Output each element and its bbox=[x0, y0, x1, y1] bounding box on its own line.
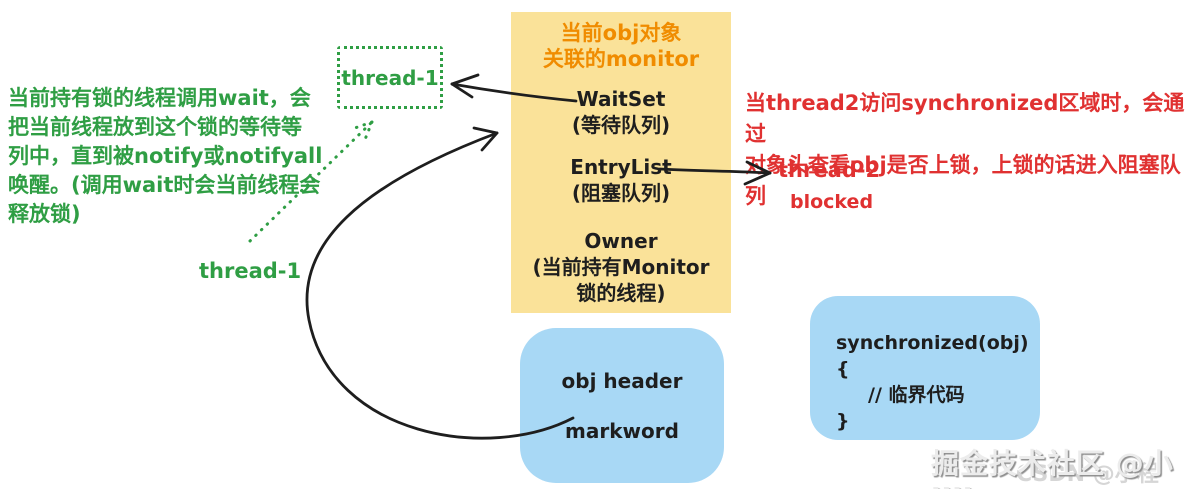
code-line: } bbox=[836, 410, 850, 432]
monitor-title: 当前obj对象 关联的monitor bbox=[511, 20, 731, 72]
entrylist-name: EntryList bbox=[570, 155, 672, 179]
note-line: 当前持有锁的线程调用wait，会 bbox=[8, 86, 311, 110]
monitor-owner: Owner (当前持有Monitor 锁的线程) bbox=[511, 228, 731, 306]
monitor-box: 当前obj对象 关联的monitor WaitSet (等待队列) EntryL… bbox=[511, 12, 731, 313]
entrylist-desc: (阻塞队列) bbox=[571, 181, 671, 205]
watermark-juejin: 掘金技术社区 @小liii bbox=[931, 447, 1174, 489]
note-line: 当thread2访问synchronized区域时，会通过 bbox=[745, 91, 1185, 146]
obj-header-box: obj header markword bbox=[520, 328, 724, 483]
watermark-csdn: CSDN @小程xy bbox=[1016, 462, 1159, 489]
thread1-node-label: thread-1 bbox=[341, 65, 439, 90]
thread2-explanation-note: 当thread2访问synchronized区域时，会通过 对象头查看obj是否… bbox=[745, 88, 1185, 212]
monitor-entrylist: EntryList (阻塞队列) bbox=[511, 154, 731, 206]
monitor-waitset: WaitSet (等待队列) bbox=[511, 86, 731, 138]
note-line: 释放锁) bbox=[8, 202, 81, 226]
waitset-desc: (等待队列) bbox=[571, 113, 671, 137]
code-line: // 临界代码 bbox=[868, 384, 965, 406]
obj-header-label: obj header bbox=[561, 368, 683, 393]
monitor-title-line: 关联的monitor bbox=[542, 47, 700, 71]
thread2-status: blocked bbox=[790, 191, 874, 213]
note-line: 唤醒。(调用wait时会当前线程会 bbox=[8, 173, 321, 197]
note-line: 对象头查看obj是否上锁，上锁的话进入阻塞队列 bbox=[745, 153, 1181, 208]
markword-label: markword bbox=[565, 418, 679, 443]
synchronized-code-box: synchronized(obj) { // 临界代码 } bbox=[810, 296, 1040, 440]
owner-desc: 锁的线程) bbox=[576, 281, 666, 305]
owner-name: Owner bbox=[584, 229, 658, 253]
thread1-node: thread-1 bbox=[337, 46, 443, 109]
monitor-title-line: 当前obj对象 bbox=[560, 21, 682, 45]
waitset-name: WaitSet bbox=[576, 87, 666, 111]
thread1-floating-label: thread-1 bbox=[199, 259, 302, 283]
note-line: 列中，直到被notify或notifyall bbox=[8, 144, 323, 168]
thread2-node-label: thread-2 bbox=[778, 158, 881, 182]
wait-explanation-note: 当前持有锁的线程调用wait，会 把当前线程放到这个锁的等待等 列中，直到被no… bbox=[8, 84, 353, 229]
note-line: 把当前线程放到这个锁的等待等 bbox=[8, 115, 302, 139]
owner-desc: (当前持有Monitor bbox=[532, 255, 710, 279]
code-line: synchronized(obj) { bbox=[836, 332, 1029, 380]
